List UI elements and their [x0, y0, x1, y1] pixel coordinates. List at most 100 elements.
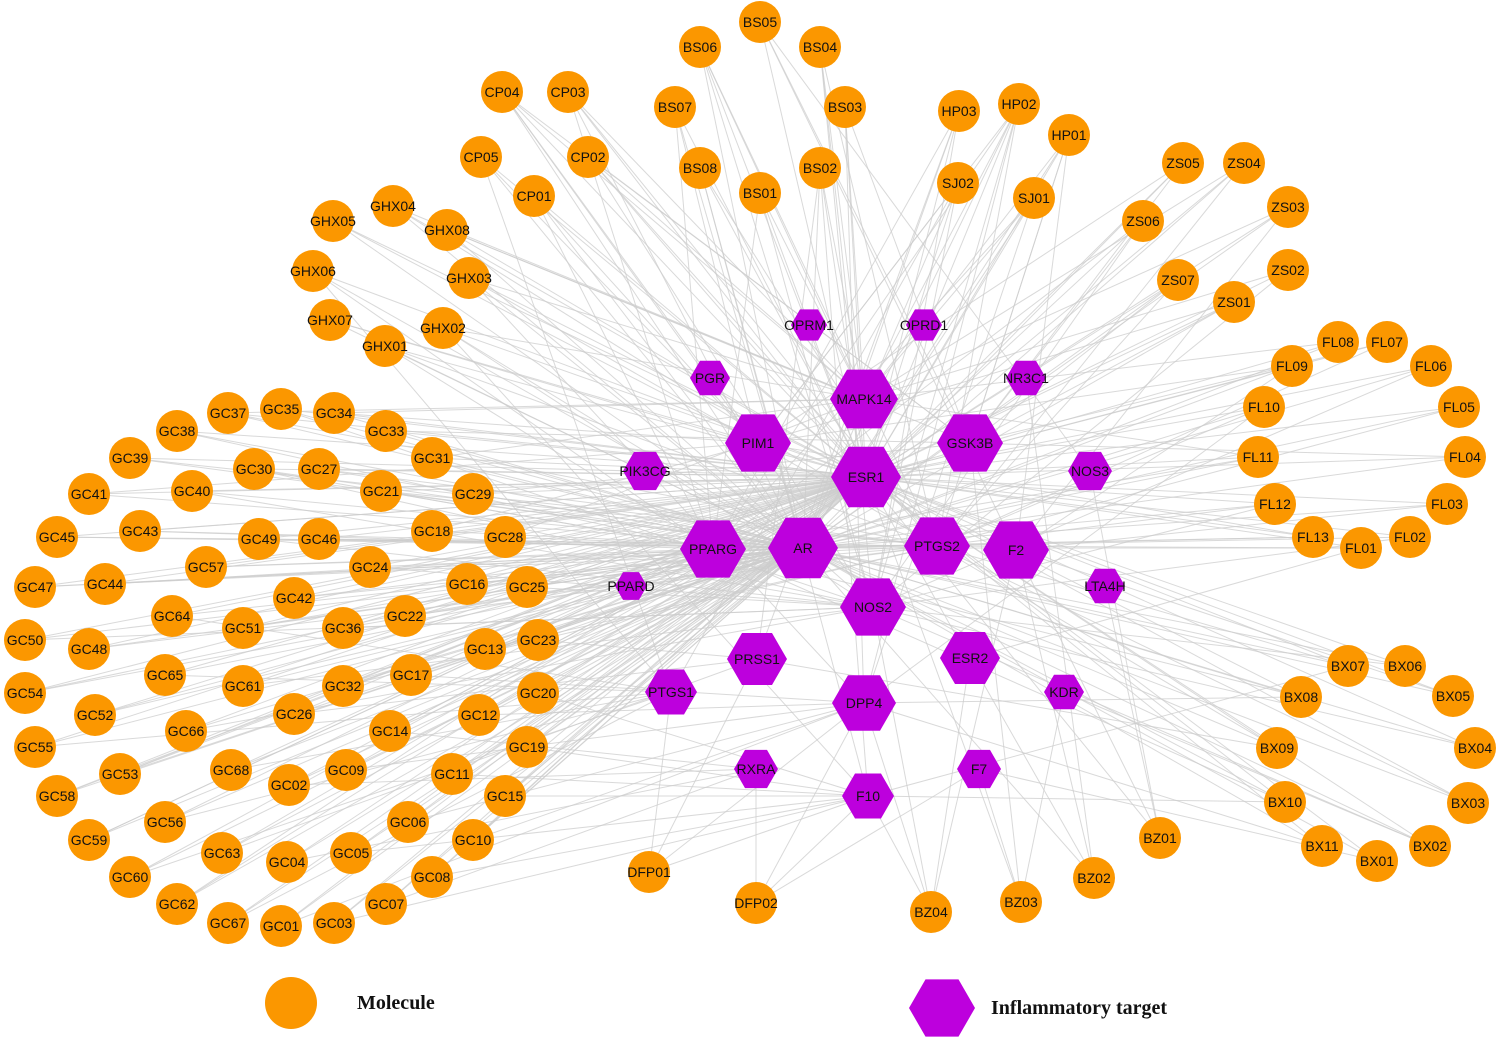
- node-label: GC48: [71, 641, 108, 657]
- molecule-circle: [1000, 881, 1042, 923]
- node-label: GC13: [467, 641, 504, 657]
- target-node-pparg: PPARG: [680, 520, 746, 578]
- molecule-node-fl12: FL12: [1254, 483, 1296, 525]
- edge-gc03-ar: [333, 547, 804, 924]
- edge-gc49-esr1: [258, 476, 867, 540]
- node-label: FL13: [1297, 529, 1329, 545]
- molecule-circle: [1267, 186, 1309, 228]
- edge-fl04-esr1: [865, 456, 1466, 478]
- edge-fl10-esr1: [865, 406, 1265, 478]
- node-label: BX03: [1451, 795, 1485, 811]
- node-label: BS04: [803, 39, 837, 55]
- edge-fl12-esr1: [865, 476, 1276, 505]
- edge-zs01-gsk3b: [969, 301, 1235, 444]
- edge-fl13-esr1: [865, 476, 1314, 538]
- molecule-circle: [369, 710, 411, 752]
- molecule-circle: [799, 147, 841, 189]
- molecule-circle: [207, 392, 249, 434]
- node-label: PGR: [695, 370, 725, 386]
- node-label: GC29: [455, 486, 492, 502]
- molecule-node-fl03: FL03: [1426, 483, 1468, 525]
- molecule-node-gc25: GC25: [506, 566, 548, 608]
- molecule-node-sj02: SJ02: [937, 162, 979, 204]
- node-label: GC42: [276, 590, 313, 606]
- edge-fl10-ar: [802, 406, 1265, 549]
- molecule-circle: [484, 516, 526, 558]
- edge-bx04-ar: [802, 547, 1476, 749]
- edge-sj01-esr1: [865, 197, 1035, 478]
- target-node-pgr: PGR: [690, 360, 730, 396]
- molecule-node-cp02: CP02: [567, 136, 609, 178]
- edge-cp05-ar: [480, 156, 804, 549]
- molecule-circle: [68, 819, 110, 861]
- target-hexagon: [725, 414, 791, 472]
- node-label: GC06: [390, 814, 427, 830]
- molecule-node-gc39: GC39: [109, 437, 151, 479]
- node-label: GC03: [316, 915, 353, 931]
- molecule-node-gc38: GC38: [156, 410, 198, 452]
- node-label: GC14: [372, 723, 409, 739]
- molecule-node-gc15: GC15: [484, 775, 526, 817]
- molecule-circle: [1157, 259, 1199, 301]
- edge-gc68-ar: [230, 547, 804, 771]
- molecule-node-gc27: GC27: [298, 448, 340, 490]
- node-label: BX05: [1436, 688, 1470, 704]
- molecule-node-gc63: GC63: [201, 832, 243, 874]
- edge-gc61-esr1: [242, 476, 867, 687]
- node-label: GC64: [154, 608, 191, 624]
- node-label: GC68: [213, 762, 250, 778]
- node-label: GC11: [434, 766, 470, 782]
- node-label: GHX01: [362, 338, 408, 354]
- edge-fl06-ar: [802, 365, 1432, 549]
- edge-gc23-ar: [537, 547, 804, 641]
- edge-gc09-esr1: [345, 476, 867, 771]
- edge-hp02-mapk14: [863, 103, 1020, 400]
- edge-bs02-mapk14: [819, 167, 865, 400]
- edge-gc33-gsk3b: [385, 430, 971, 444]
- edge-bz04-dpp4: [863, 702, 932, 913]
- molecule-circle: [452, 819, 494, 861]
- molecule-circle: [1454, 727, 1496, 769]
- edge-bx05-f2: [1015, 549, 1454, 697]
- molecule-node-gc07: GC07: [365, 883, 407, 925]
- edge-bz04-f2: [930, 549, 1017, 913]
- node-label: PTGS1: [648, 684, 694, 700]
- node-label: GC10: [455, 832, 492, 848]
- node-label: MAPK14: [836, 391, 891, 407]
- edge-bz03-gsk3b: [969, 442, 1022, 903]
- edge-fl11-ar: [802, 456, 1259, 549]
- molecule-node-bx04: BX04: [1454, 727, 1496, 769]
- node-label: GC34: [316, 405, 353, 421]
- edge-gc06-dpp4: [407, 702, 865, 823]
- edge-gc31-mapk14: [431, 398, 865, 459]
- molecule-node-ghx01: GHX01: [362, 325, 408, 367]
- molecule-node-gc23: GC23: [517, 619, 559, 661]
- molecule-node-gc62: GC62: [156, 883, 198, 925]
- molecule-circle: [567, 136, 609, 178]
- edge-cp03-mapk14: [567, 91, 865, 400]
- molecule-node-bs04: BS04: [799, 26, 841, 68]
- legend-target-swatch: [909, 979, 975, 1037]
- molecule-circle: [1256, 727, 1298, 769]
- molecule-circle: [1280, 676, 1322, 718]
- molecule-circle: [171, 470, 213, 512]
- molecule-node-gc33: GC33: [365, 410, 407, 452]
- target-node-prss1: PRSS1: [727, 633, 787, 685]
- node-label: GC37: [210, 405, 247, 421]
- edge-gc62-pparg: [176, 548, 714, 905]
- edge-gc28-esr1: [504, 476, 867, 538]
- molecule-circle: [1223, 142, 1265, 184]
- edge-fl03-esr1: [865, 476, 1448, 505]
- edge-gc28-mapk14: [504, 398, 865, 538]
- molecule-circle: [411, 856, 453, 898]
- edge-cp01-esr1: [533, 195, 867, 478]
- molecule-circle: [547, 71, 589, 113]
- molecule-node-hp02: HP02: [998, 83, 1040, 125]
- edge-bz03-kdr: [1020, 691, 1065, 903]
- node-label: GC21: [363, 483, 400, 499]
- edge-gc56-ptgs1: [164, 691, 672, 823]
- legend-molecule-label: Molecule: [357, 992, 435, 1014]
- node-label: ESR2: [952, 650, 989, 666]
- target-hexagon: [983, 521, 1049, 579]
- node-label: BZ03: [1004, 894, 1038, 910]
